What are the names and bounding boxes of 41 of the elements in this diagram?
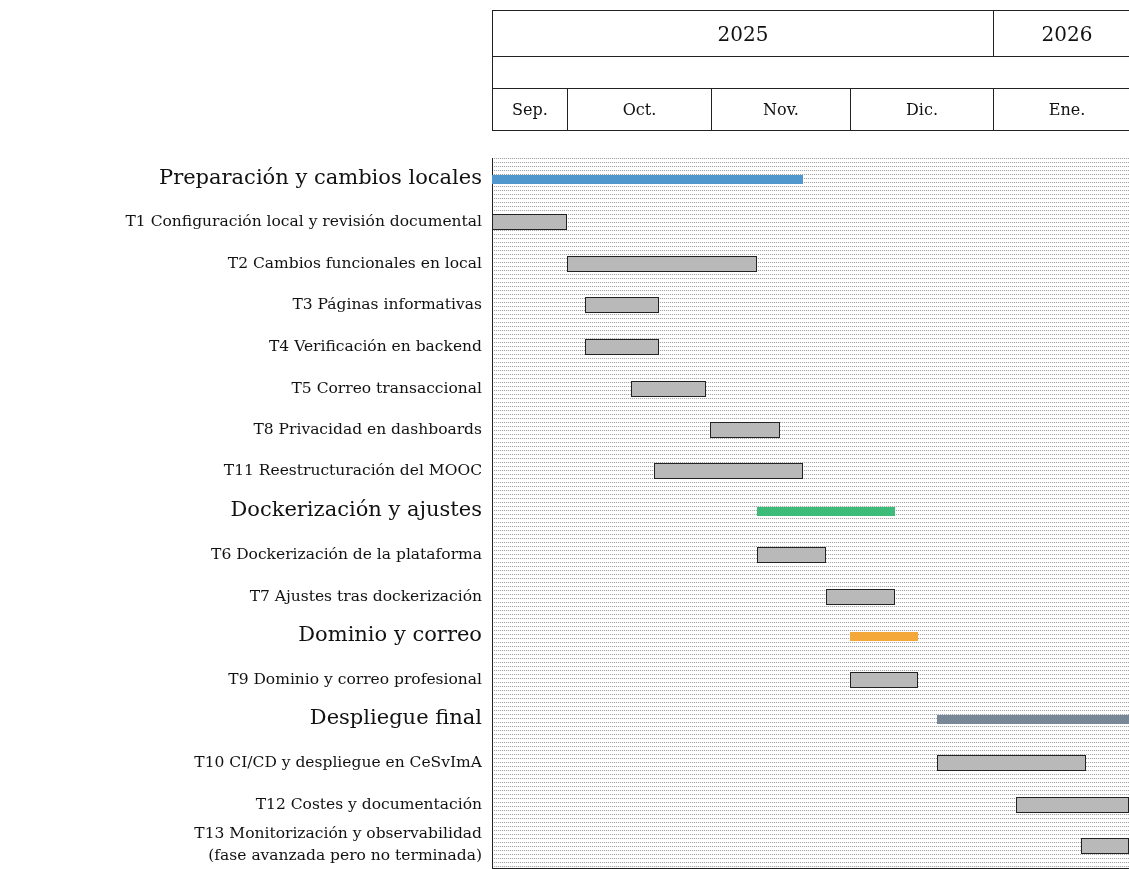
task-label: T9 Dominio y correo profesional <box>228 670 482 689</box>
year-header: 2025 <box>492 10 994 57</box>
task-label: T12 Costes y documentación <box>255 795 482 814</box>
task-label: T6 Dockerización de la plataforma <box>211 545 482 564</box>
task-bar <box>585 339 659 355</box>
month-header: Nov. <box>711 88 851 131</box>
phase-label: Dockerización y ajustes <box>230 497 482 523</box>
task-label: T5 Correo transaccional <box>291 379 482 398</box>
month-header: Oct. <box>567 88 712 131</box>
task-bar <box>757 547 826 563</box>
phase-label: Despliegue final <box>309 705 482 731</box>
phase-bar <box>492 174 803 184</box>
phase-label: Preparación y cambios locales <box>159 165 482 191</box>
task-bar <box>710 422 780 438</box>
year-header: 2026 <box>993 10 1129 57</box>
month-header: Ene. <box>993 88 1129 131</box>
task-label: T8 Privacidad en dashboards <box>253 420 482 439</box>
phase-label: Dominio y correo <box>298 622 482 648</box>
task-label: T11 Reestructuración del MOOC <box>223 461 482 480</box>
phase-bar <box>757 506 895 516</box>
task-bar <box>850 672 918 688</box>
task-label: T7 Ajustes tras dockerización <box>249 587 482 606</box>
task-bar <box>937 755 1086 771</box>
task-bar <box>492 214 567 230</box>
task-bar <box>567 256 757 272</box>
task-bar <box>654 463 803 479</box>
task-label: T4 Verificación en backend <box>269 337 482 356</box>
task-bar <box>1016 797 1129 813</box>
task-label: T1 Configuración local y revisión documental <box>125 212 482 231</box>
task-label: T13 Monitorización y observabilidad (fase avanzada pero no terminada) <box>193 823 482 867</box>
phase-bar <box>850 631 918 641</box>
task-bar <box>826 589 895 605</box>
task-label: T3 Páginas informativas <box>292 295 482 314</box>
task-label: T10 CI/CD y despliegue en CeSvImA <box>194 753 482 772</box>
task-label: T2 Cambios funcionales en local <box>227 254 482 273</box>
month-header: Dic. <box>850 88 994 131</box>
month-header: Sep. <box>492 88 568 131</box>
task-bar <box>1081 838 1129 854</box>
task-bar <box>585 297 659 313</box>
task-bar <box>631 381 706 397</box>
phase-bar <box>937 714 1129 724</box>
